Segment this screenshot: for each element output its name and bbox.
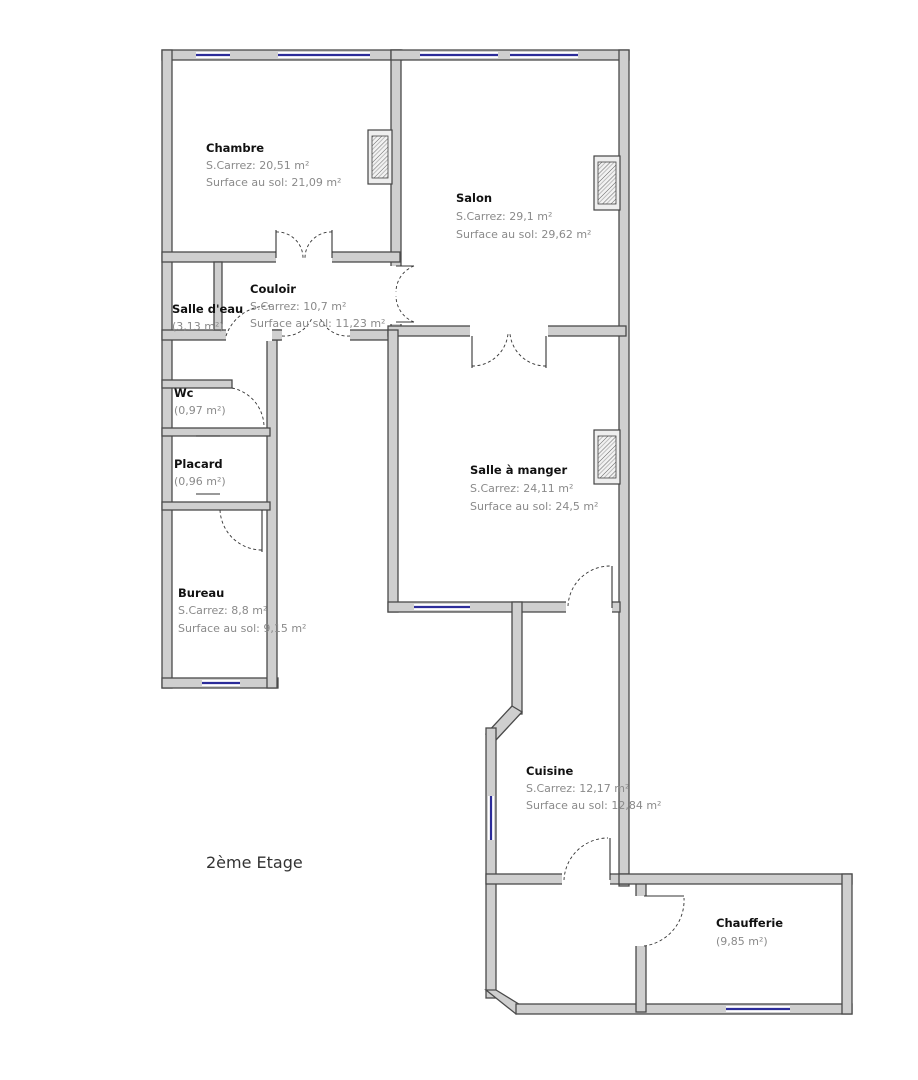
room-surface: Surface au sol: 24,5 m² (470, 500, 598, 513)
room-wc: Wc (0,97 m²) (174, 386, 226, 417)
door-icon (219, 509, 263, 551)
room-surface: Surface au sol: 21,09 m² (206, 176, 341, 189)
chimney-icon (593, 155, 621, 211)
walls (161, 49, 853, 1015)
room-surface: Surface au sol: 9,15 m² (178, 622, 306, 635)
door-icon (395, 265, 415, 293)
room-couloir: Couloir S.Carrez: 10,7 m² Surface au sol… (250, 282, 385, 330)
door-icon (471, 333, 509, 367)
room-area: (0,96 m²) (174, 475, 226, 488)
door-icon (225, 305, 271, 337)
wall-cuisine-west (485, 727, 497, 999)
room-name: Placard (174, 457, 223, 471)
room-carrez: S.Carrez: 20,51 m² (206, 159, 309, 172)
room-chaufferie: Chaufferie (9,85 m²) (716, 916, 783, 948)
door-icon (509, 333, 547, 367)
room-surface: Surface au sol: 29,62 m² (456, 228, 591, 241)
wall-sam-west (387, 329, 399, 613)
wall-chaufferie-top (618, 873, 853, 885)
wall-wc-top (161, 379, 233, 389)
room-carrez: S.Carrez: 12,17 m² (526, 782, 629, 795)
room-carrez: S.Carrez: 10,7 m² (250, 300, 346, 313)
wall-bureau-east (266, 335, 278, 689)
floor-label: 2ème Etage (206, 853, 303, 872)
room-name: Salle à manger (470, 463, 567, 477)
door-icon (643, 897, 685, 947)
door-icon (563, 837, 609, 881)
wall-placard-bottom (161, 501, 271, 511)
room-name: Couloir (250, 282, 296, 296)
room-surface: Surface au sol: 12,84 m² (526, 799, 661, 812)
room-bureau: Bureau S.Carrez: 8,8 m² Surface au sol: … (178, 586, 306, 635)
room-salle-manger: Salle à manger S.Carrez: 24,11 m² Surfac… (470, 463, 598, 513)
doors (196, 230, 685, 947)
room-area: (3,13 m²) (172, 320, 224, 333)
room-name: Salon (456, 191, 492, 205)
room-name: Chambre (206, 141, 264, 155)
door-icon (281, 317, 313, 337)
room-carrez: S.Carrez: 24,11 m² (470, 482, 573, 495)
room-name: Salle d'eau (172, 302, 243, 316)
room-placard: Placard (0,96 m²) (174, 457, 226, 488)
wall-sam-bottom (387, 601, 621, 613)
wall-wc-bottom (161, 427, 271, 437)
door-icon (567, 565, 611, 607)
room-cuisine: Cuisine S.Carrez: 12,17 m² Surface au so… (526, 764, 661, 812)
room-carrez: S.Carrez: 8,8 m² (178, 604, 267, 617)
wall-salle-eau-east (213, 261, 223, 331)
wall-bottom (515, 1003, 853, 1015)
room-name: Chaufferie (716, 916, 783, 930)
room-name: Wc (174, 386, 194, 400)
windows (196, 52, 790, 1012)
room-salle-eau: Salle d'eau (3,13 m²) (172, 302, 243, 333)
room-salon: Salon S.Carrez: 29,1 m² Surface au sol: … (456, 191, 591, 241)
wall-west (161, 49, 173, 689)
door-icon (231, 387, 265, 429)
door-icon (395, 295, 415, 323)
room-carrez: S.Carrez: 29,1 m² (456, 210, 552, 223)
room-area: (0,97 m²) (174, 404, 226, 417)
chimney-icon (593, 429, 621, 485)
wall-chaufferie-east (841, 873, 853, 1015)
chimney-icon (367, 129, 393, 185)
room-area: (9,85 m²) (716, 935, 768, 948)
room-name: Cuisine (526, 764, 574, 778)
room-name: Bureau (178, 586, 224, 600)
wall-cuisine-west-top (511, 601, 523, 715)
room-chambre: Chambre S.Carrez: 20,51 m² Surface au so… (206, 141, 341, 189)
room-surface: Surface au sol: 11,23 m² (250, 317, 385, 330)
chimneys (367, 129, 621, 485)
door-icon (319, 317, 351, 337)
